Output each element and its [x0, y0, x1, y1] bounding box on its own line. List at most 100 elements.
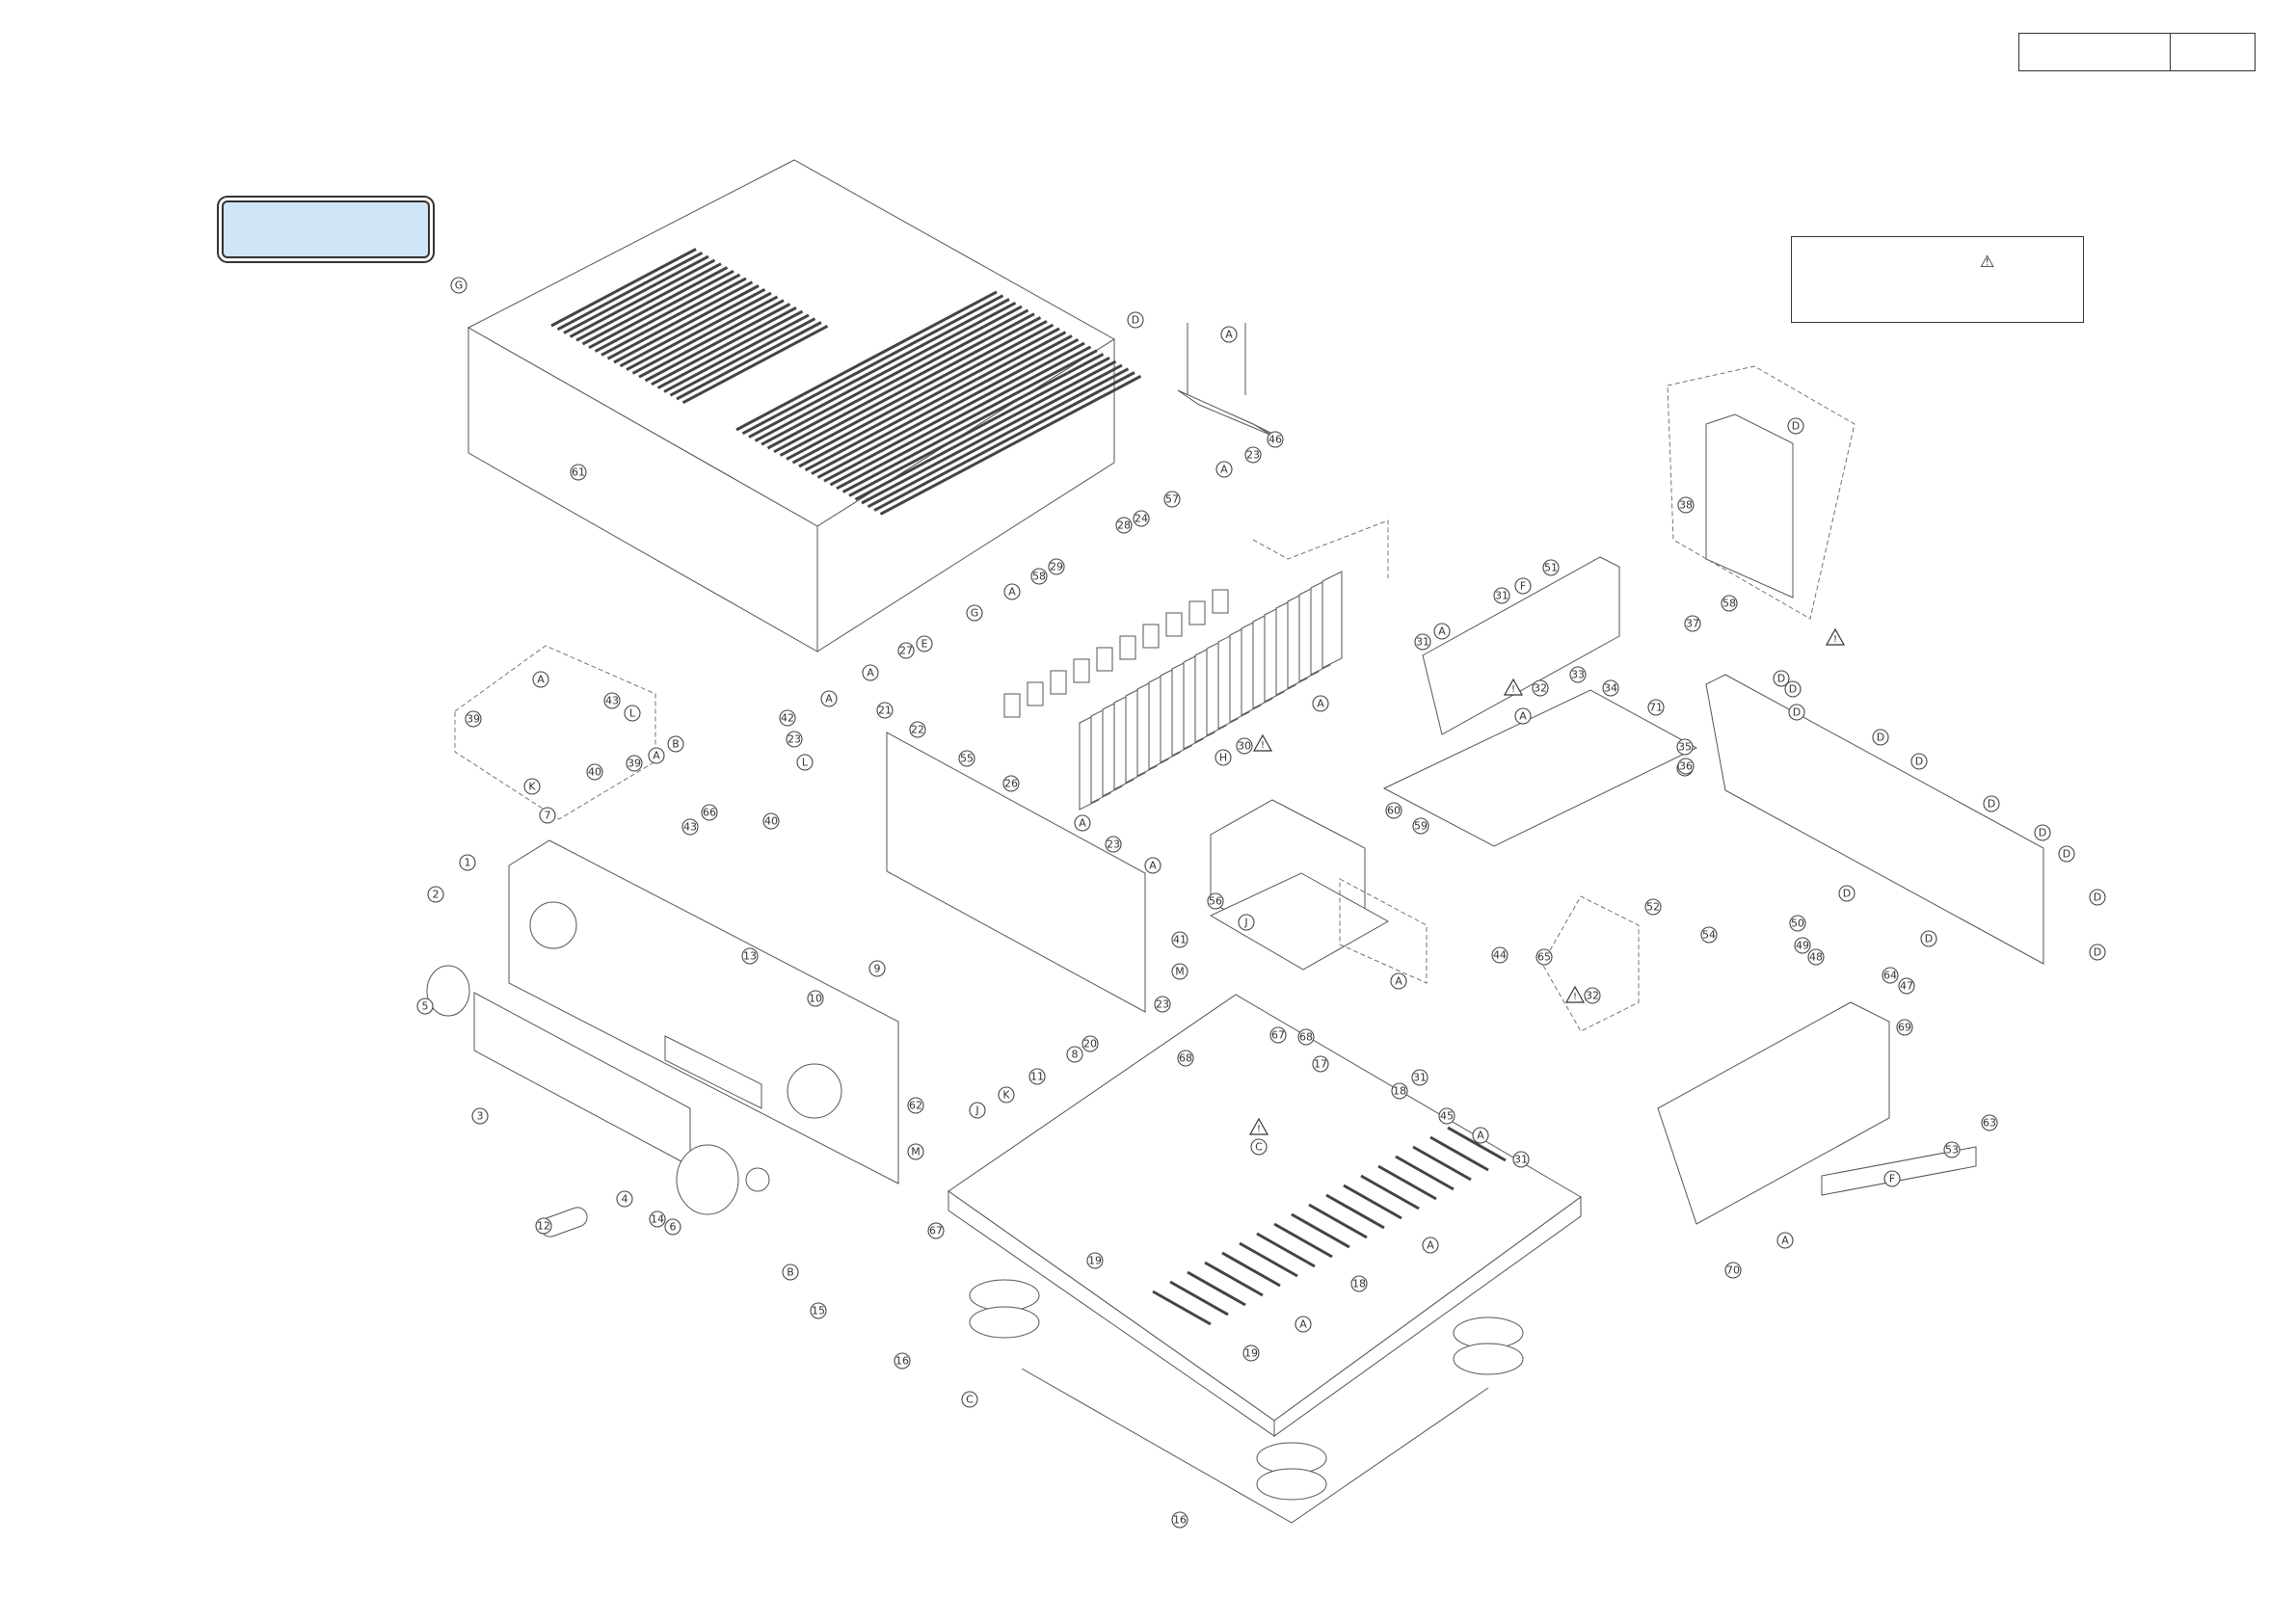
callout-18: 18 [1391, 1082, 1408, 1100]
svg-text:39: 39 [467, 713, 480, 726]
vent-slot [841, 353, 1105, 493]
callout-G: G [966, 604, 983, 622]
callout-40: 40 [762, 812, 780, 830]
vent-slot [556, 251, 704, 332]
svg-text:32: 32 [1534, 682, 1547, 695]
svg-text:58: 58 [1722, 598, 1736, 610]
callout-49: 49 [1794, 937, 1811, 954]
callout-G: G [450, 277, 467, 294]
chassis-vent-slot [1395, 1155, 1455, 1191]
svg-text:47: 47 [1900, 980, 1913, 993]
svg-text:A: A [1519, 710, 1527, 723]
callout-D: D [1920, 930, 1937, 947]
svg-text:41: 41 [1173, 934, 1187, 946]
callout-D: D [1787, 417, 1804, 435]
vent-slot [829, 345, 1092, 487]
vent-slot [854, 359, 1117, 501]
callout-32: 32 [1584, 987, 1601, 1004]
power-transistor [1212, 589, 1229, 614]
svg-text:A: A [1781, 1235, 1789, 1247]
power-transistor [1050, 670, 1067, 695]
callout-A: A [1514, 707, 1532, 725]
dashed-group-outlines [454, 365, 1855, 1032]
chassis-vent-slot [1447, 1126, 1507, 1162]
callout-13: 13 [741, 947, 759, 965]
svg-text:M: M [911, 1146, 921, 1158]
callout-28: 28 [1115, 517, 1133, 534]
callout-5: 5 [416, 998, 434, 1015]
svg-text:9: 9 [874, 963, 881, 975]
callout-22: 22 [909, 721, 926, 738]
svg-text:A: A [1317, 698, 1324, 710]
callout-A: A [1220, 326, 1238, 343]
svg-text:10: 10 [809, 993, 822, 1005]
callout-B: B [782, 1264, 799, 1281]
svg-text:L: L [629, 707, 636, 720]
vent-slot [779, 316, 1042, 457]
svg-text:!: ! [1261, 740, 1265, 751]
svg-text:D: D [1915, 756, 1923, 768]
svg-text:19: 19 [1088, 1255, 1102, 1267]
svg-text:11: 11 [1030, 1071, 1044, 1083]
callout-62: 62 [907, 1097, 924, 1114]
vent-slot [563, 254, 709, 334]
callout-A: A [1003, 583, 1021, 600]
svg-text:!: ! [1573, 992, 1577, 1002]
power-transistor [1096, 647, 1113, 672]
power-transistor [1003, 693, 1021, 718]
svg-text:40: 40 [588, 766, 601, 779]
svg-text:67: 67 [1271, 1029, 1285, 1042]
callout-12: 12 [535, 1217, 552, 1235]
callout-1: 1 [459, 854, 476, 871]
callout-67: 67 [927, 1222, 945, 1239]
callout-C: C [1250, 1138, 1268, 1156]
callout-31: 31 [1512, 1151, 1530, 1168]
callout-53: 53 [1943, 1141, 1961, 1158]
svg-text:E: E [921, 638, 928, 651]
svg-text:A: A [1225, 329, 1233, 341]
svg-text:14: 14 [651, 1213, 664, 1226]
callout-D: D [1127, 311, 1144, 329]
svg-text:J: J [1243, 917, 1247, 929]
callout-A: A [1472, 1127, 1489, 1144]
callout-36: 36 [1677, 758, 1695, 775]
svg-text:32: 32 [1586, 990, 1599, 1002]
svg-text:5: 5 [422, 1000, 429, 1013]
callout-63: 63 [1981, 1114, 1998, 1131]
svg-text:21: 21 [878, 705, 892, 717]
svg-text:D: D [2094, 946, 2101, 959]
callout-45: 45 [1438, 1107, 1455, 1125]
svg-text:A: A [1395, 975, 1402, 988]
svg-text:27: 27 [899, 645, 913, 657]
callout-J: J [1238, 914, 1255, 931]
vent-slot [836, 349, 1098, 491]
callout-55: 55 [958, 750, 975, 767]
callout-43: 43 [681, 818, 699, 836]
svg-text:18: 18 [1393, 1085, 1406, 1098]
svg-text:12: 12 [537, 1220, 550, 1233]
svg-text:K: K [1002, 1089, 1010, 1102]
svg-text:F: F [1520, 580, 1526, 593]
chassis-vent-slot [1221, 1251, 1281, 1288]
vent-slot [631, 295, 779, 375]
callout-E: E [916, 635, 933, 652]
callout-19: 19 [1242, 1344, 1260, 1362]
callout-A: A [820, 690, 838, 707]
svg-text:A: A [825, 693, 833, 705]
vent-slot [669, 317, 816, 397]
callout-D: D [1838, 885, 1855, 902]
callout-23: 23 [1244, 446, 1262, 464]
svg-text:A: A [1438, 625, 1446, 638]
svg-text:D: D [1792, 420, 1800, 433]
callout-38: 38 [1677, 496, 1695, 514]
callout-J: J [969, 1102, 986, 1119]
chassis-vent-slot [1187, 1270, 1246, 1307]
svg-text:F: F [1889, 1173, 1895, 1185]
heatsink [1003, 571, 1343, 811]
chassis-vent-slot [1152, 1290, 1212, 1326]
vent-slot [619, 287, 766, 368]
callout-9: 9 [868, 960, 886, 977]
chassis-vent-slot [1412, 1145, 1472, 1182]
svg-text:J: J [974, 1104, 978, 1117]
vent-slot [879, 374, 1142, 516]
